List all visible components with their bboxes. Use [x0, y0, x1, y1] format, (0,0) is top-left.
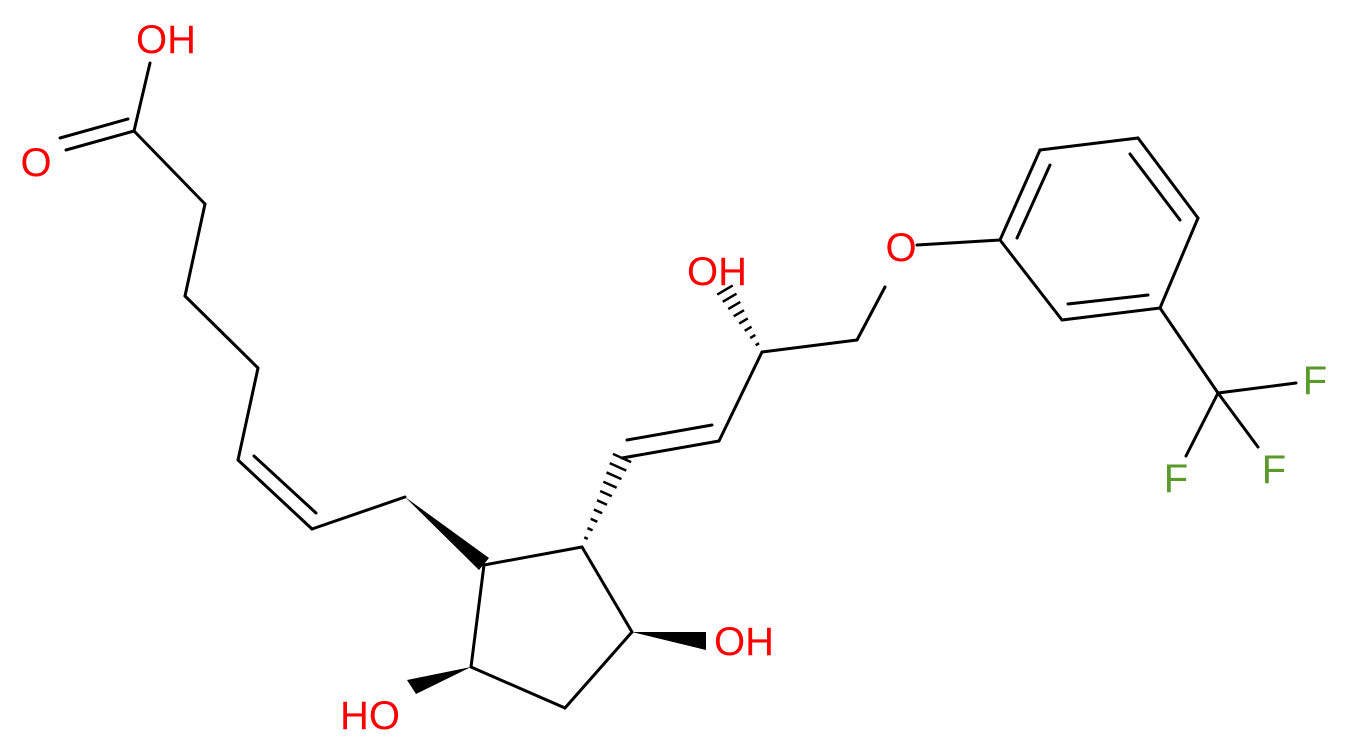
ether-o-label: O [885, 226, 916, 270]
hashed-bond [580, 452, 632, 549]
hash-stroke [606, 471, 622, 481]
bond [132, 61, 152, 133]
f-label: F [1303, 359, 1327, 403]
bond [132, 129, 207, 206]
hash-stroke [749, 333, 756, 340]
bond [625, 423, 714, 442]
ring-oh-label: OH [714, 620, 774, 664]
bond [310, 495, 407, 531]
bond [1038, 136, 1140, 152]
hash-stroke [722, 292, 738, 303]
hash-stroke [599, 489, 613, 498]
f-label: F [1262, 448, 1286, 492]
bond [183, 294, 260, 370]
bond [1060, 306, 1162, 322]
ring-ho-label: HO [340, 694, 400, 738]
hash-stroke [596, 499, 608, 506]
bond [580, 545, 634, 634]
hash-stroke [583, 536, 589, 541]
bond [469, 665, 567, 710]
hash-stroke [602, 480, 618, 489]
hashed-bond [716, 284, 764, 354]
bond [183, 202, 207, 298]
bond [1216, 381, 1298, 395]
bond [915, 238, 1002, 247]
hash-stroke [755, 342, 760, 347]
bond [998, 238, 1064, 322]
bond [717, 350, 764, 443]
bond [855, 285, 887, 342]
bond [998, 148, 1042, 242]
wedge-bond [405, 497, 489, 570]
bond [482, 545, 584, 567]
hash-stroke [609, 462, 627, 472]
acid-o-label: O [20, 141, 51, 185]
bond [469, 563, 486, 669]
hash-stroke [593, 508, 603, 515]
bond [1066, 293, 1150, 306]
bond [236, 366, 260, 462]
hash-stroke [716, 284, 734, 296]
bond [1216, 391, 1260, 449]
bond [620, 439, 721, 460]
hash-stroke [586, 526, 594, 532]
wedge-bond [632, 632, 706, 650]
bond [64, 129, 136, 152]
hash-stroke [580, 545, 584, 549]
bond [1015, 163, 1052, 240]
bond [1136, 136, 1200, 220]
acid-oh-label: OH [136, 18, 196, 62]
hash-stroke [744, 325, 753, 332]
bond [563, 630, 634, 710]
bond [1128, 152, 1182, 222]
hash-stroke [727, 300, 741, 311]
bond [58, 117, 130, 140]
bond [760, 338, 859, 354]
hash-stroke [590, 517, 598, 523]
side-oh-label: OH [687, 250, 747, 294]
bond [1158, 216, 1200, 310]
hash-stroke [738, 317, 749, 325]
bond [1158, 306, 1220, 395]
bond [252, 454, 318, 515]
wedge-bond [407, 667, 471, 694]
bond [236, 458, 314, 531]
bond [1184, 391, 1220, 458]
hash-stroke [733, 309, 745, 318]
f-label: F [1164, 457, 1188, 501]
